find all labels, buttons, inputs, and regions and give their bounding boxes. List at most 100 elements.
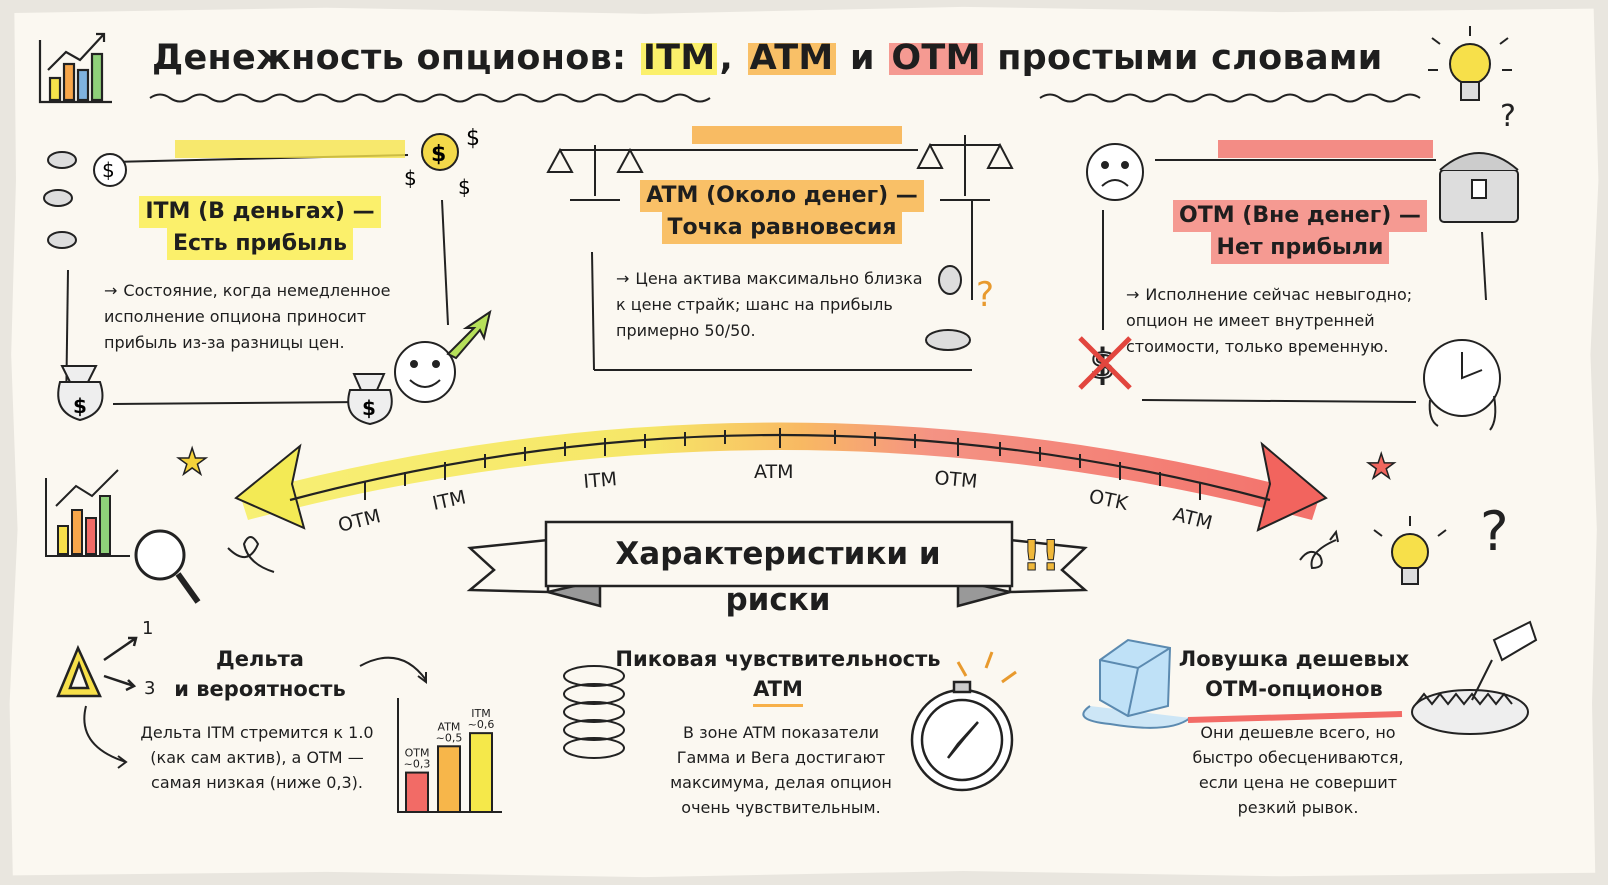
- delta-bar-label: ~0,5: [436, 731, 463, 744]
- delta-bar-label: ATM: [438, 720, 461, 733]
- svg-text:$: $: [458, 175, 471, 199]
- flipping-coin-icon: [925, 265, 971, 351]
- otm-heading-line1: OTM (Вне денег) —: [1173, 200, 1427, 232]
- scale-label: OTK: [1087, 485, 1130, 515]
- crossed-dollar-icon: $: [1078, 336, 1132, 390]
- peak-heading: Пиковая чувствительность ATM: [610, 644, 946, 707]
- treasure-chest-icon: [1439, 152, 1519, 223]
- magnifier-icon: [134, 529, 201, 604]
- spark-icon: [956, 651, 1017, 684]
- delta-text: Дельта ITM стремится к 1.0 (как сам акти…: [140, 723, 374, 792]
- delta-bar-chart: OTM~0,3 ATM~0,5 ITM~0,6: [397, 698, 502, 813]
- peak-text: В зоне ATM показатели Гамма и Вега дости…: [670, 723, 892, 817]
- title-underline-left: [149, 93, 711, 103]
- itm-card-text: →Состояние, когда немедленное исполнение…: [104, 278, 434, 356]
- svg-text:$: $: [431, 142, 446, 167]
- scale-right-arrowhead: [1256, 441, 1328, 532]
- otm-card-text: →Исполнение сейчас невыгодно; опцион не …: [1126, 282, 1456, 360]
- svg-text:$: $: [362, 396, 376, 420]
- banner-ribbon: [466, 520, 1089, 608]
- delta-heading-line2: и вероятность: [174, 677, 346, 701]
- compass-icon: [910, 680, 1014, 792]
- sad-face-icon: [1086, 143, 1144, 201]
- delta-bar-itm: [469, 732, 493, 813]
- delta-bar-otm: [405, 771, 429, 813]
- arrow-icon: →: [104, 281, 118, 300]
- svg-text:$: $: [73, 394, 87, 418]
- scale-label: OTM: [336, 505, 383, 537]
- trap-heading-line2: OTM-опционов: [1205, 677, 1383, 701]
- curved-arrow-down-left: [83, 705, 128, 769]
- question-mark-big: ?: [1480, 500, 1509, 563]
- delta-heading: Дельта и вероятность: [160, 644, 360, 704]
- trap-underline: [1187, 711, 1403, 723]
- otm-highlight-stroke: [1218, 140, 1433, 158]
- otm-card-heading: OTM (Вне денег) — Нет прибыли: [1140, 200, 1460, 264]
- coin-stack-icon: [43, 151, 127, 249]
- delta-triangle-icon: [56, 636, 138, 698]
- atm-highlight-stroke: [692, 126, 902, 144]
- question-mark-top: ?: [1500, 99, 1516, 134]
- itm-heading-line1: ITM (В деньгах) —: [139, 196, 381, 228]
- title-itm: ITM: [640, 38, 718, 78]
- chart-axes: [397, 698, 502, 813]
- svg-text:$: $: [466, 126, 480, 151]
- arrow-icon: →: [616, 269, 630, 288]
- title-atm: ATM: [747, 38, 836, 78]
- scale-label: ITM: [430, 486, 467, 515]
- star-icon-left: ★: [176, 442, 208, 483]
- delta-bar-label: OTM: [405, 747, 430, 760]
- scale-left-arrowhead: [234, 443, 306, 530]
- delta-bar-label: ITM: [471, 707, 490, 720]
- gold-coin-icon: $ $ $ $: [404, 126, 480, 199]
- itm-highlight-stroke: [175, 140, 405, 158]
- money-bag-icon: [57, 365, 393, 426]
- scale-label: ATM: [1171, 504, 1215, 535]
- atm-card-frame: [591, 149, 973, 371]
- up-arrow-icon: [446, 309, 492, 360]
- scale-ticks: [364, 428, 1201, 500]
- atm-card-heading: ATM (Около денег) — Точка равновесия: [612, 180, 952, 244]
- lightbulb-icon: [1428, 26, 1512, 101]
- itm-card-heading: ITM (В деньгах) — Есть прибыль: [110, 196, 410, 260]
- curved-arrow-right: [359, 656, 427, 684]
- analytics-chart-icon: [45, 469, 130, 557]
- title-otm: OTM: [889, 38, 983, 78]
- delta-bar-label: ~0,6: [468, 718, 495, 731]
- exclamation-icon: !!: [1022, 531, 1060, 580]
- page-title: Денежность опционов: ITM, ATM и OTM прос…: [150, 38, 1420, 88]
- itm-heading-line2: Есть прибыль: [166, 228, 354, 260]
- delta-bar-label: ~0,3: [404, 758, 431, 771]
- moneyness-scale-band: [240, 422, 1320, 520]
- melting-clock-icon: [1423, 339, 1501, 431]
- growth-chart-icon: [38, 32, 112, 104]
- dollar-coin-icon: $: [102, 158, 115, 182]
- delta-arrow-label-3: 3: [144, 678, 156, 699]
- balance-scale-icon: [546, 135, 1014, 201]
- title-underline-right: [1039, 93, 1421, 103]
- lightbulb-icon-2: [1373, 516, 1447, 585]
- star-icon-right: ★: [1366, 447, 1396, 487]
- curly-arrow-right: [1299, 529, 1339, 570]
- trap-heading-line1: Ловушка дешевых: [1178, 647, 1410, 671]
- title-suffix: простыми словами: [984, 38, 1383, 78]
- scale-label: ITM: [583, 468, 618, 493]
- itm-description: Состояние, когда немедленное исполнение …: [104, 281, 391, 352]
- atm-description: Цена актива максимально близка к цене ст…: [616, 269, 923, 340]
- smiley-face-icon: [394, 341, 456, 403]
- peak-heading-line1: Пиковая чувствительность: [615, 647, 941, 671]
- atm-heading-line1: ATM (Около денег) —: [640, 180, 924, 212]
- otm-description: Исполнение сейчас невыгодно; опцион не и…: [1126, 285, 1413, 356]
- delta-heading-line1: Дельта: [216, 647, 304, 671]
- scale-label: OTM: [934, 467, 979, 493]
- title-sep1: ,: [719, 38, 746, 78]
- arrow-icon: →: [1126, 285, 1140, 304]
- otm-heading-line2: Нет прибыли: [1210, 232, 1390, 264]
- scale-label: ATM: [754, 461, 794, 483]
- svg-text:$: $: [404, 166, 417, 190]
- atm-card-text: →Цена актива максимально близка к цене с…: [616, 266, 926, 344]
- trap-heading: Ловушка дешевых OTM-опционов: [1176, 644, 1412, 704]
- delta-arrow-label-1: 1: [142, 618, 154, 639]
- atm-heading-line2: Точка равновесия: [661, 212, 903, 244]
